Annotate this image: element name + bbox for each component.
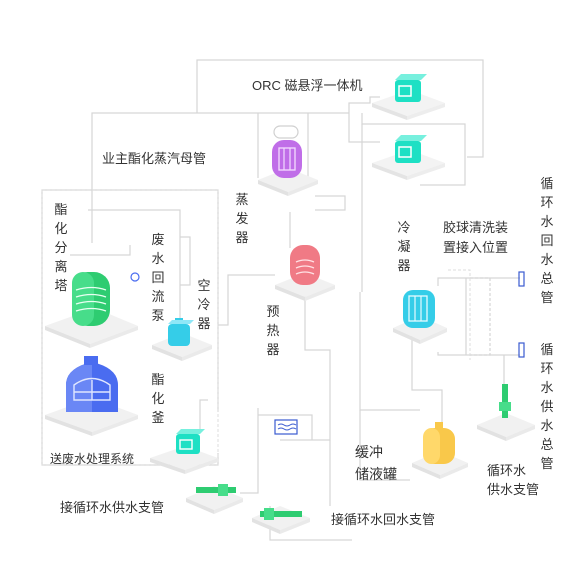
waste-system-label: 送废水处理系统 xyxy=(50,452,135,466)
rubber-ball-label-2: 置接入位置 xyxy=(443,240,509,255)
supply-branch-right-label-1: 循环水 xyxy=(487,463,527,478)
rubber-ball-label-1: 胶球清洗装 xyxy=(443,220,509,235)
supply-main-label: 循环水供水总管 xyxy=(540,342,554,471)
condenser-vessel xyxy=(393,290,447,344)
separation-tower xyxy=(45,272,140,348)
buffer-tank-label-1: 缓冲 xyxy=(355,444,383,460)
return-main-label: 循环水回水总管 xyxy=(540,176,554,305)
kettle-pump xyxy=(150,429,218,474)
dashed-boundaries xyxy=(41,189,471,466)
heat-exchanger-icon xyxy=(274,419,298,435)
return-branch-pipe xyxy=(252,506,310,534)
orc-label: ORC 磁悬浮一体机 xyxy=(252,78,363,93)
supply-branch-right-label-2: 供水支管 xyxy=(487,482,540,497)
condenser-label: 冷凝器 xyxy=(397,220,411,273)
return-branch-label: 接循环水回水支管 xyxy=(331,512,436,527)
orc-unit-top xyxy=(372,74,445,120)
supply-branch-label: 接循环水供水支管 xyxy=(60,500,165,515)
supply-branch-pipe xyxy=(186,484,243,514)
air-cooler-unit xyxy=(152,318,212,361)
buffer-tank-label-2: 储液罐 xyxy=(355,466,397,482)
kettle-label: 酯化釜 xyxy=(151,372,165,425)
preheater-label: 预热器 xyxy=(266,304,280,357)
air-cooler-label: 空冷器 xyxy=(197,278,211,331)
orc-unit-bottom xyxy=(372,135,445,180)
evaporator-label: 蒸发器 xyxy=(235,192,249,245)
supply-branch-right xyxy=(477,384,535,441)
pipe-markers xyxy=(518,271,525,358)
waste-pump-label: 废水回流泵 xyxy=(151,232,165,323)
separation-tower-label: 酯化分离塔 xyxy=(54,202,68,293)
steam-main-label: 业主酯化蒸汽母管 xyxy=(102,151,207,166)
waste-treatment-tank xyxy=(45,356,138,436)
evaporator-vessel xyxy=(258,125,318,196)
preheater-vessel xyxy=(275,245,335,301)
buffer-tank xyxy=(412,422,468,479)
